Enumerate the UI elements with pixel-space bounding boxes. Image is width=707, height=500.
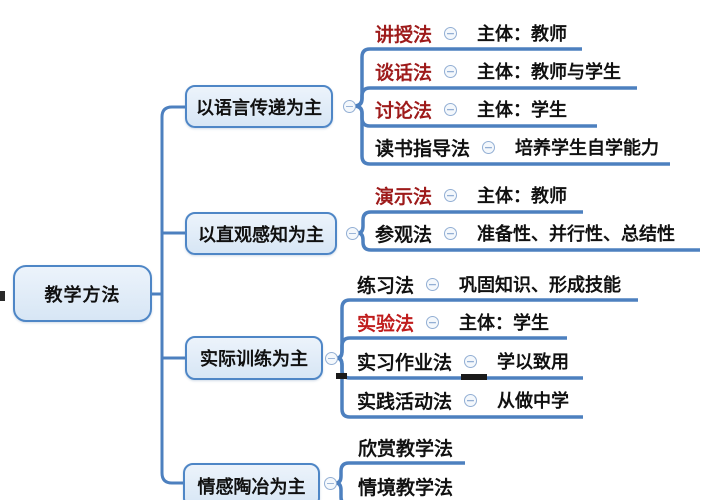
collapse-icon[interactable]: − [426,277,440,291]
leaf-node[interactable]: 实践活动法 − 从做中学 [357,388,570,413]
leaf-node[interactable]: 读书指导法 − 培养学生自学能力 [375,135,660,160]
connector-trunk [160,105,185,485]
leaf-value: 培养学生自学能力 [515,138,660,159]
leaf-value: 主体：教师 [477,186,568,207]
leaf-label: 讲授法 [375,23,433,46]
collapse-icon[interactable]: − [444,226,458,240]
leaf-node[interactable]: 实验法 − 主体：学生 [357,310,550,335]
ink-mark [461,374,487,380]
leaf-value: 准备性、并行性、总结性 [477,224,676,245]
collapse-icon[interactable]: − [444,64,458,78]
leaf-value: 主体：教师与学生 [477,62,622,83]
leaf-value: 巩固知识、形成技能 [459,275,622,296]
leaf-value: 主体：学生 [477,100,568,121]
branch-label: 以语言传递为主 [196,97,322,119]
leaf-node[interactable]: 谈话法 − 主体：教师与学生 [375,59,622,84]
leaf-label: 讨论法 [375,99,433,122]
leaf-value: 主体：教师 [477,24,568,45]
leaf-node[interactable]: 讨论法 − 主体：学生 [375,97,568,122]
leaf-label: 实习作业法 [357,351,453,374]
root-label: 教学方法 [44,284,121,306]
collapse-icon[interactable]: − [324,477,337,490]
leaf-value: 学以致用 [497,352,570,373]
collapse-icon[interactable]: − [426,315,440,329]
branch-label: 情感陶冶为主 [197,476,306,498]
leaf-node[interactable]: 练习法 − 巩固知识、形成技能 [357,272,622,297]
branch-node-perception[interactable]: 以直观感知为主 [185,212,337,255]
leaf-value: 从做中学 [497,391,570,412]
leaf-label: 欣赏教学法 [358,437,454,460]
branch-label: 以直观感知为主 [198,224,324,246]
ink-mark [336,373,347,379]
leaf-label: 读书指导法 [375,137,471,160]
leaf-node[interactable]: 情境教学法 [358,474,454,499]
branch-node-training[interactable]: 实际训练为主 [185,336,323,380]
collapse-icon[interactable]: − [464,393,478,407]
leaf-label: 谈话法 [375,61,433,84]
leaf-label: 练习法 [357,274,415,297]
leaf-label: 演示法 [375,185,433,208]
leaf-node[interactable]: 实习作业法 − 学以致用 [357,349,570,374]
root-node[interactable]: 教学方法 [13,265,152,322]
branch-node-language[interactable]: 以语言传递为主 [185,85,333,128]
leaf-label: 情境教学法 [358,476,454,499]
leaf-node[interactable]: 欣赏教学法 [358,435,454,460]
branch-node-emotion[interactable]: 情感陶冶为主 [183,463,320,500]
leaf-label: 实验法 [357,312,415,335]
collapse-icon[interactable]: − [482,140,496,154]
collapse-icon[interactable]: − [444,188,458,202]
leaf-node[interactable]: 参观法 − 准备性、并行性、总结性 [375,221,676,246]
collapse-icon[interactable]: − [464,354,478,368]
leaf-node[interactable]: 演示法 − 主体：教师 [375,183,568,208]
edge-mark [0,291,5,301]
collapse-icon[interactable]: − [444,26,458,40]
collapse-icon[interactable]: − [325,352,338,365]
leaf-label: 实践活动法 [357,390,453,413]
leaf-label: 参观法 [375,223,433,246]
collapse-icon[interactable]: − [444,102,458,116]
collapse-icon[interactable]: − [346,227,359,240]
leaf-value: 主体：学生 [459,313,550,334]
collapse-icon[interactable]: − [343,100,356,113]
branch-label: 实际训练为主 [200,349,308,370]
leaf-node[interactable]: 讲授法 − 主体：教师 [375,21,568,46]
